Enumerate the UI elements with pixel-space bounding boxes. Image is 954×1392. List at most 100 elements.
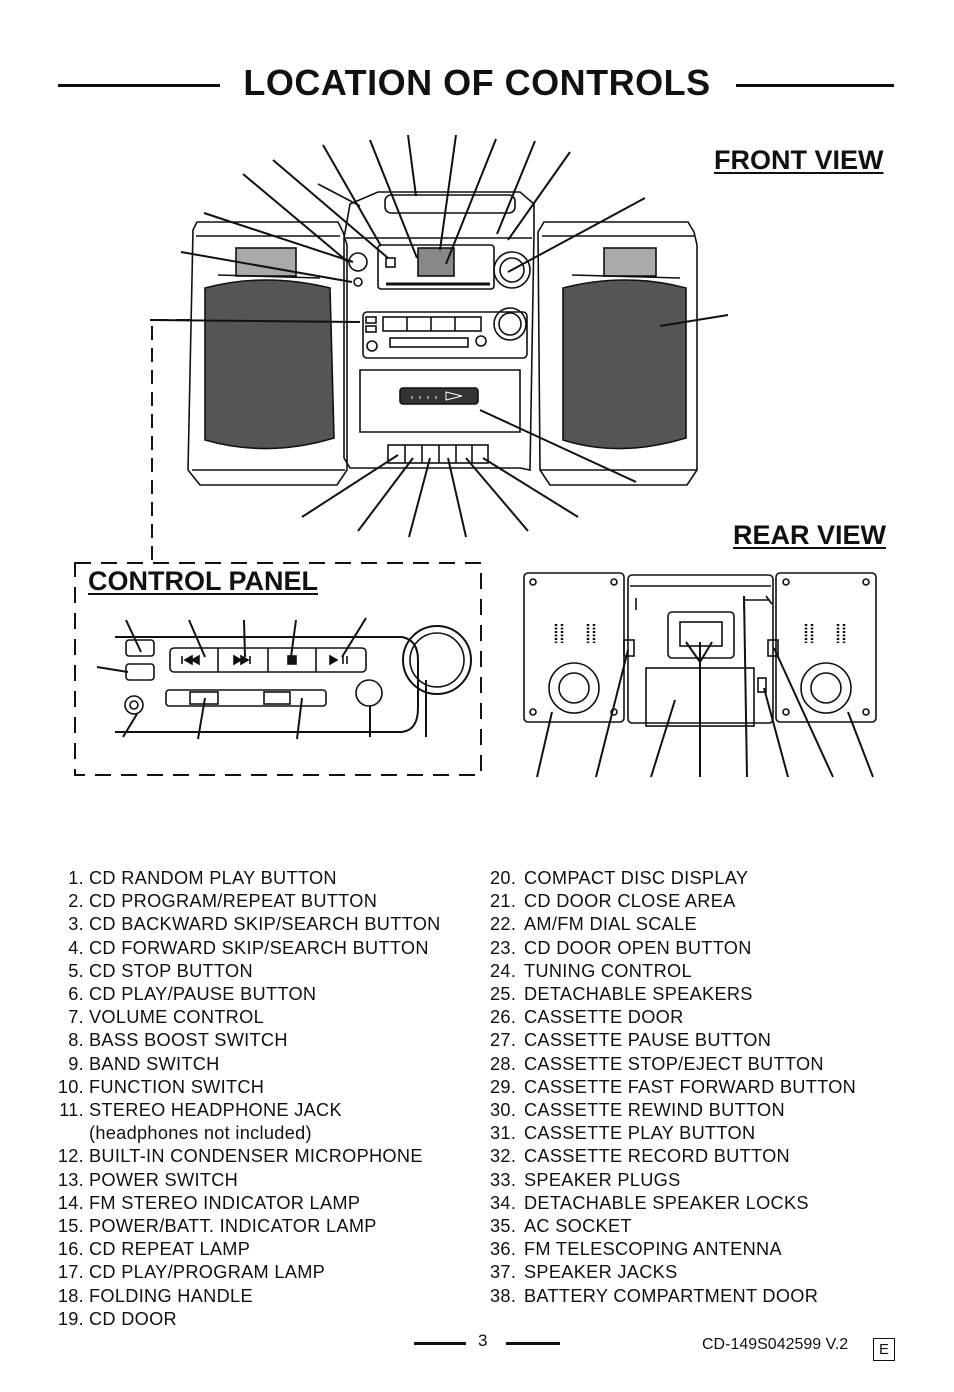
control-list-item: 12.BUILT-IN CONDENSER MICROPHONE — [52, 1145, 441, 1168]
control-list-item: 14.FM STEREO INDICATOR LAMP — [52, 1192, 441, 1215]
control-list-label: CASSETTE STOP/EJECT BUTTON — [524, 1053, 824, 1074]
control-list-item: 24. TUNING CONTROL — [490, 960, 856, 983]
control-list-number: 6. — [68, 984, 84, 1005]
control-list-item: 38. BATTERY COMPARTMENT DOOR — [490, 1285, 856, 1308]
control-list-label: BASS BOOST SWITCH — [89, 1030, 288, 1051]
control-list-item: 15.POWER/BATT. INDICATOR LAMP — [52, 1215, 441, 1238]
control-list-item: 2.CD PROGRAM/REPEAT BUTTON — [52, 890, 441, 913]
control-list-label: CASSETTE REWIND BUTTON — [524, 1100, 785, 1121]
control-list-number: 36. — [490, 1239, 517, 1260]
control-list-item: 18.FOLDING HANDLE — [52, 1285, 441, 1308]
control-panel-detail — [74, 562, 482, 776]
control-list-number: 4. — [68, 937, 84, 958]
control-list-label: FOLDING HANDLE — [89, 1285, 253, 1306]
control-list-item: 25.DETACHABLE SPEAKERS — [490, 983, 856, 1006]
control-list-label: BATTERY COMPARTMENT DOOR — [524, 1285, 819, 1306]
control-list-item: 3.CD BACKWARD SKIP/SEARCH BUTTON — [52, 913, 441, 936]
control-list-item: 21.CD DOOR CLOSE AREA — [490, 890, 856, 913]
control-list-number: 14. — [57, 1192, 84, 1213]
control-list-label: TUNING CONTROL — [524, 960, 692, 981]
control-list-number: 29. — [490, 1076, 517, 1097]
control-list-number: 17. — [57, 1262, 84, 1283]
control-list-number: 2. — [68, 891, 84, 912]
control-list-label: FUNCTION SWITCH — [89, 1076, 265, 1097]
control-list-number: 37. — [490, 1262, 517, 1283]
control-list-item: 37.SPEAKER JACKS — [490, 1261, 856, 1284]
control-list-item: 28. CASSETTE STOP/EJECT BUTTON — [490, 1053, 856, 1076]
control-list-number: 28. — [490, 1053, 517, 1074]
front-view-heading: FRONT VIEW — [714, 145, 884, 175]
control-list-label: CASSETTE PLAY BUTTON — [524, 1123, 756, 1144]
control-list-item: 32. CASSETTE RECORD BUTTON — [490, 1145, 856, 1168]
control-list-item: 33. SPEAKER PLUGS — [490, 1169, 856, 1192]
control-list-label: CD REPEAT LAMP — [89, 1239, 251, 1260]
control-list-item: 34.DETACHABLE SPEAKER LOCKS — [490, 1192, 856, 1215]
control-list-number: 5. — [68, 960, 84, 981]
control-list-label: CD PLAY/PAUSE BUTTON — [89, 984, 317, 1005]
control-list-label: AC SOCKET — [524, 1216, 632, 1237]
control-list-item: 5.CD STOP BUTTON — [52, 960, 441, 983]
control-list-item: 31.CASSETTE PLAY BUTTON — [490, 1122, 856, 1145]
control-list-item: 35. AC SOCKET — [490, 1215, 856, 1238]
control-list-number: 19. — [57, 1308, 84, 1329]
control-list-item: 7.VOLUME CONTROL — [52, 1006, 441, 1029]
control-list-item: 10.FUNCTION SWITCH — [52, 1076, 441, 1099]
control-list-label: CD DOOR OPEN BUTTON — [524, 937, 752, 958]
control-list-number: 22. — [490, 914, 517, 935]
left-speaker-front — [187, 221, 348, 486]
control-list-label: BUILT-IN CONDENSER MICROPHONE — [89, 1146, 423, 1167]
front-leader-lines — [149, 134, 729, 538]
control-list-item: 13.POWER SWITCH — [52, 1169, 441, 1192]
control-list-number: 15. — [57, 1216, 84, 1237]
control-list-label: FM STEREO INDICATOR LAMP — [89, 1192, 361, 1213]
control-list-label: COMPACT DISC DISPLAY — [524, 868, 749, 888]
footer-rule-right — [506, 1342, 560, 1345]
control-list-number: 35. — [490, 1216, 517, 1237]
control-list-item: 20.COMPACT DISC DISPLAY — [490, 867, 856, 890]
control-list-number: 23. — [490, 937, 517, 958]
control-list-number: 26. — [490, 1007, 517, 1028]
center-unit-front — [317, 183, 535, 471]
control-list-item: 27.CASSETTE PAUSE BUTTON — [490, 1029, 856, 1052]
rear-view-heading: REAR VIEW — [733, 520, 887, 550]
control-list-label: SPEAKER PLUGS — [524, 1169, 681, 1190]
control-panel-heading: CONTROL PANEL — [88, 566, 319, 596]
control-list-item: 17.CD PLAY/PROGRAM LAMP — [52, 1261, 441, 1284]
control-list-number: 25. — [490, 984, 517, 1005]
control-list-item: 22. AM/FM DIAL SCALE — [490, 913, 856, 936]
control-list-item: (headphones not included) — [52, 1122, 441, 1145]
control-list-label: CD BACKWARD SKIP/SEARCH BUTTON — [89, 914, 441, 935]
control-list-number: 32. — [490, 1146, 517, 1167]
control-list-label: CASSETTE PAUSE BUTTON — [524, 1030, 772, 1051]
control-list-item: 4.CD FORWARD SKIP/SEARCH BUTTON — [52, 937, 441, 960]
control-list-number: 3. — [68, 914, 84, 935]
control-list-number: 38. — [490, 1285, 517, 1306]
control-list-label: CD DOOR CLOSE AREA — [524, 891, 736, 912]
control-list-label: CD STOP BUTTON — [89, 960, 253, 981]
control-list-number: 30. — [490, 1100, 517, 1121]
page-title: LOCATION OF CONTROLS — [243, 62, 711, 103]
control-list-number: 33. — [490, 1169, 517, 1190]
control-panel-connector — [151, 319, 190, 560]
control-list-number: 16. — [57, 1239, 84, 1260]
title-rule-left — [58, 84, 220, 87]
control-list-number — [52, 1122, 84, 1145]
control-list-item: 30. CASSETTE REWIND BUTTON — [490, 1099, 856, 1122]
control-list-number: 18. — [57, 1285, 84, 1306]
control-list-label: CD PROGRAM/REPEAT BUTTON — [89, 891, 378, 912]
control-list-label: DETACHABLE SPEAKER LOCKS — [524, 1192, 809, 1213]
control-list-label: STEREO HEADPHONE JACK — [89, 1100, 342, 1121]
control-list-label: BAND SWITCH — [89, 1053, 220, 1074]
control-list-label: POWER/BATT. INDICATOR LAMP — [89, 1216, 377, 1237]
control-list-item: 23. CD DOOR OPEN BUTTON — [490, 937, 856, 960]
control-list-item: 11.STEREO HEADPHONE JACK — [52, 1099, 441, 1122]
control-list-label: CASSETTE FAST FORWARD BUTTON — [524, 1076, 857, 1097]
control-list-label: AM/FM DIAL SCALE — [524, 914, 697, 935]
control-list-number: 24. — [490, 960, 517, 981]
control-list-item: 1.CD RANDOM PLAY BUTTON — [52, 867, 441, 890]
control-list-item: 29. CASSETTE FAST FORWARD BUTTON — [490, 1076, 856, 1099]
control-list-label: CASSETTE RECORD BUTTON — [524, 1146, 790, 1167]
control-list-label: CD FORWARD SKIP/SEARCH BUTTON — [89, 937, 429, 958]
